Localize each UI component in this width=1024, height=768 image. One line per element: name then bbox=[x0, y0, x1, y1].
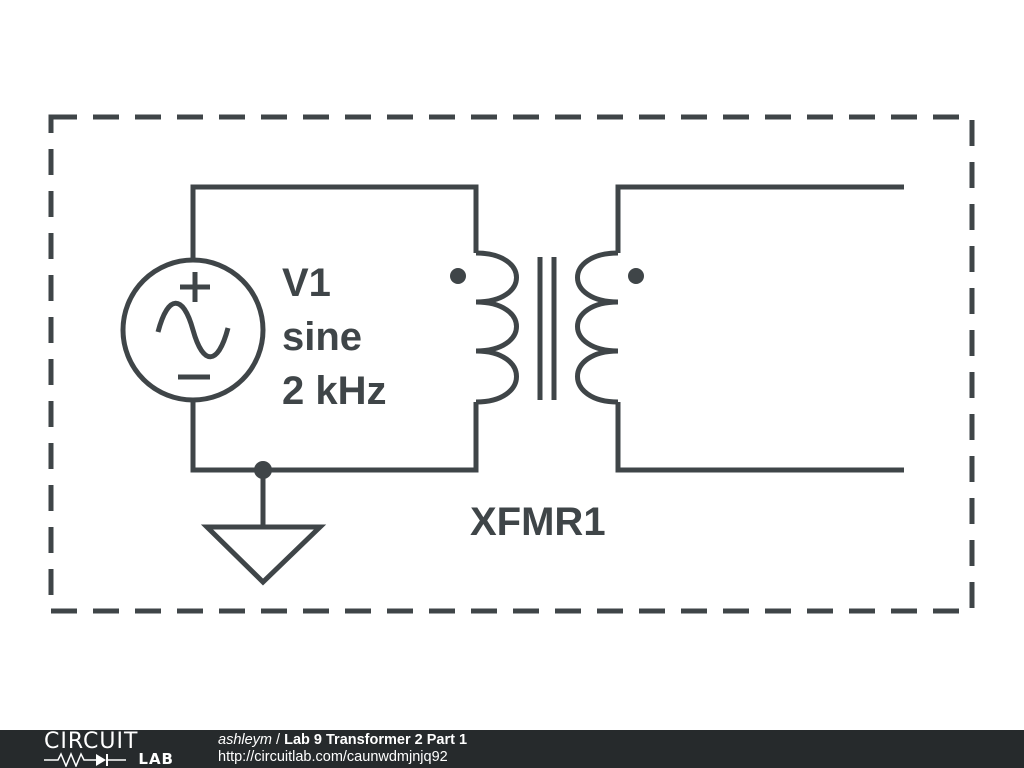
primary-top-wire bbox=[190, 184, 479, 262]
logo-top-text: CIRCUIT bbox=[44, 729, 139, 754]
resistor-diode-logo-icon bbox=[44, 752, 126, 767]
primary-winding bbox=[475, 250, 519, 405]
ground-icon bbox=[200, 524, 327, 586]
source-name-label: V1 bbox=[282, 261, 331, 305]
secondary-polarity-dot bbox=[628, 268, 644, 284]
primary-bottom-wire bbox=[190, 400, 479, 473]
circuitlab-logo[interactable]: CIRCUIT LAB bbox=[44, 731, 174, 767]
circuit-url[interactable]: http://circuitlab.com/caunwdmjnjq92 bbox=[218, 749, 448, 765]
source-frequency-label: 2 kHz bbox=[282, 369, 387, 413]
secondary-top-wire bbox=[615, 184, 904, 253]
footer-bar: CIRCUIT LAB ashleym / Lab 9 Transformer … bbox=[0, 730, 1024, 768]
secondary-winding bbox=[575, 250, 619, 405]
primary-polarity-dot bbox=[450, 268, 466, 284]
secondary-bottom-wire bbox=[615, 402, 904, 473]
source-circle bbox=[120, 257, 266, 403]
circuit-title[interactable]: Lab 9 Transformer 2 Part 1 bbox=[284, 732, 468, 748]
voltage-source-v1[interactable] bbox=[120, 257, 266, 403]
circuit-schematic: V1 sine 2 kHz XFMR1 bbox=[48, 114, 975, 614]
logo-lab-text: LAB bbox=[138, 750, 174, 768]
sine-wave-icon bbox=[155, 300, 231, 360]
ground-symbol[interactable] bbox=[200, 461, 327, 586]
circuit-info: ashleym / Lab 9 Transformer 2 Part 1 htt… bbox=[218, 732, 467, 766]
source-type-label: sine bbox=[282, 315, 362, 359]
transformer-label: XFMR1 bbox=[470, 500, 606, 544]
subcircuit-boundary bbox=[48, 114, 975, 614]
author-link[interactable]: ashleym bbox=[218, 732, 272, 748]
title-separator: / bbox=[272, 732, 285, 748]
